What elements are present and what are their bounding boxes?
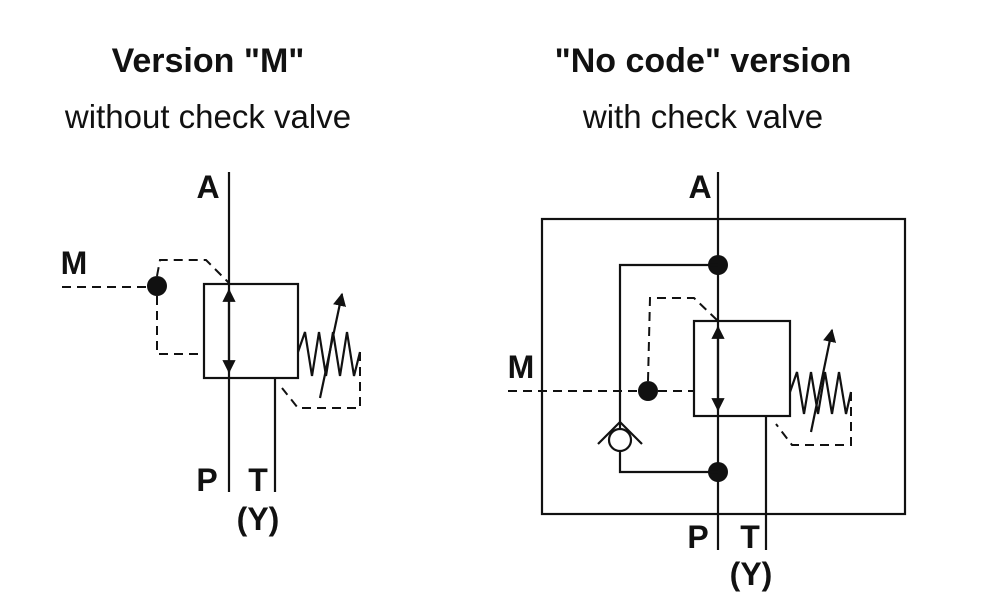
- right-diagram: "No code" version with check valve: [508, 42, 907, 592]
- left-subtitle: without check valve: [64, 98, 351, 135]
- left-junction-dot: [147, 276, 167, 296]
- right-title: "No code" version: [555, 42, 852, 80]
- left-drain-pilot: [281, 352, 361, 409]
- left-port-m: M: [61, 245, 88, 281]
- left-port-p: P: [196, 462, 217, 498]
- right-bypass-upper: [618, 263, 718, 429]
- right-bypass-lower: [618, 451, 718, 474]
- left-valve-body: [202, 282, 300, 380]
- left-port-t: T: [248, 462, 268, 498]
- right-drain-pilot: [775, 392, 852, 446]
- right-port-t: T: [740, 519, 760, 555]
- right-port-p: P: [687, 519, 708, 555]
- right-check-valve-seat: [597, 420, 643, 445]
- left-adjust-arrow: [318, 292, 346, 399]
- right-adjust-arrow: [809, 328, 837, 433]
- left-title: Version "M": [112, 42, 305, 80]
- right-outer-box: [540, 217, 907, 516]
- right-pilot-upper: [647, 297, 719, 382]
- left-port-a: A: [196, 169, 219, 205]
- right-subtitle: with check valve: [582, 98, 823, 135]
- right-spring: [788, 371, 853, 415]
- right-port-m: M: [508, 349, 535, 385]
- right-port-y: (Y): [730, 556, 773, 592]
- right-valve-body: [692, 319, 792, 418]
- right-check-valve-ball: [607, 427, 633, 453]
- right-port-a: A: [688, 169, 711, 205]
- left-port-y: (Y): [237, 501, 280, 537]
- left-diagram: Version "M" without check valve A M P T …: [61, 42, 362, 537]
- left-pilot-lower: [156, 296, 204, 355]
- right-pilot-junction-dot: [638, 381, 658, 401]
- left-pilot-upper: [156, 259, 230, 284]
